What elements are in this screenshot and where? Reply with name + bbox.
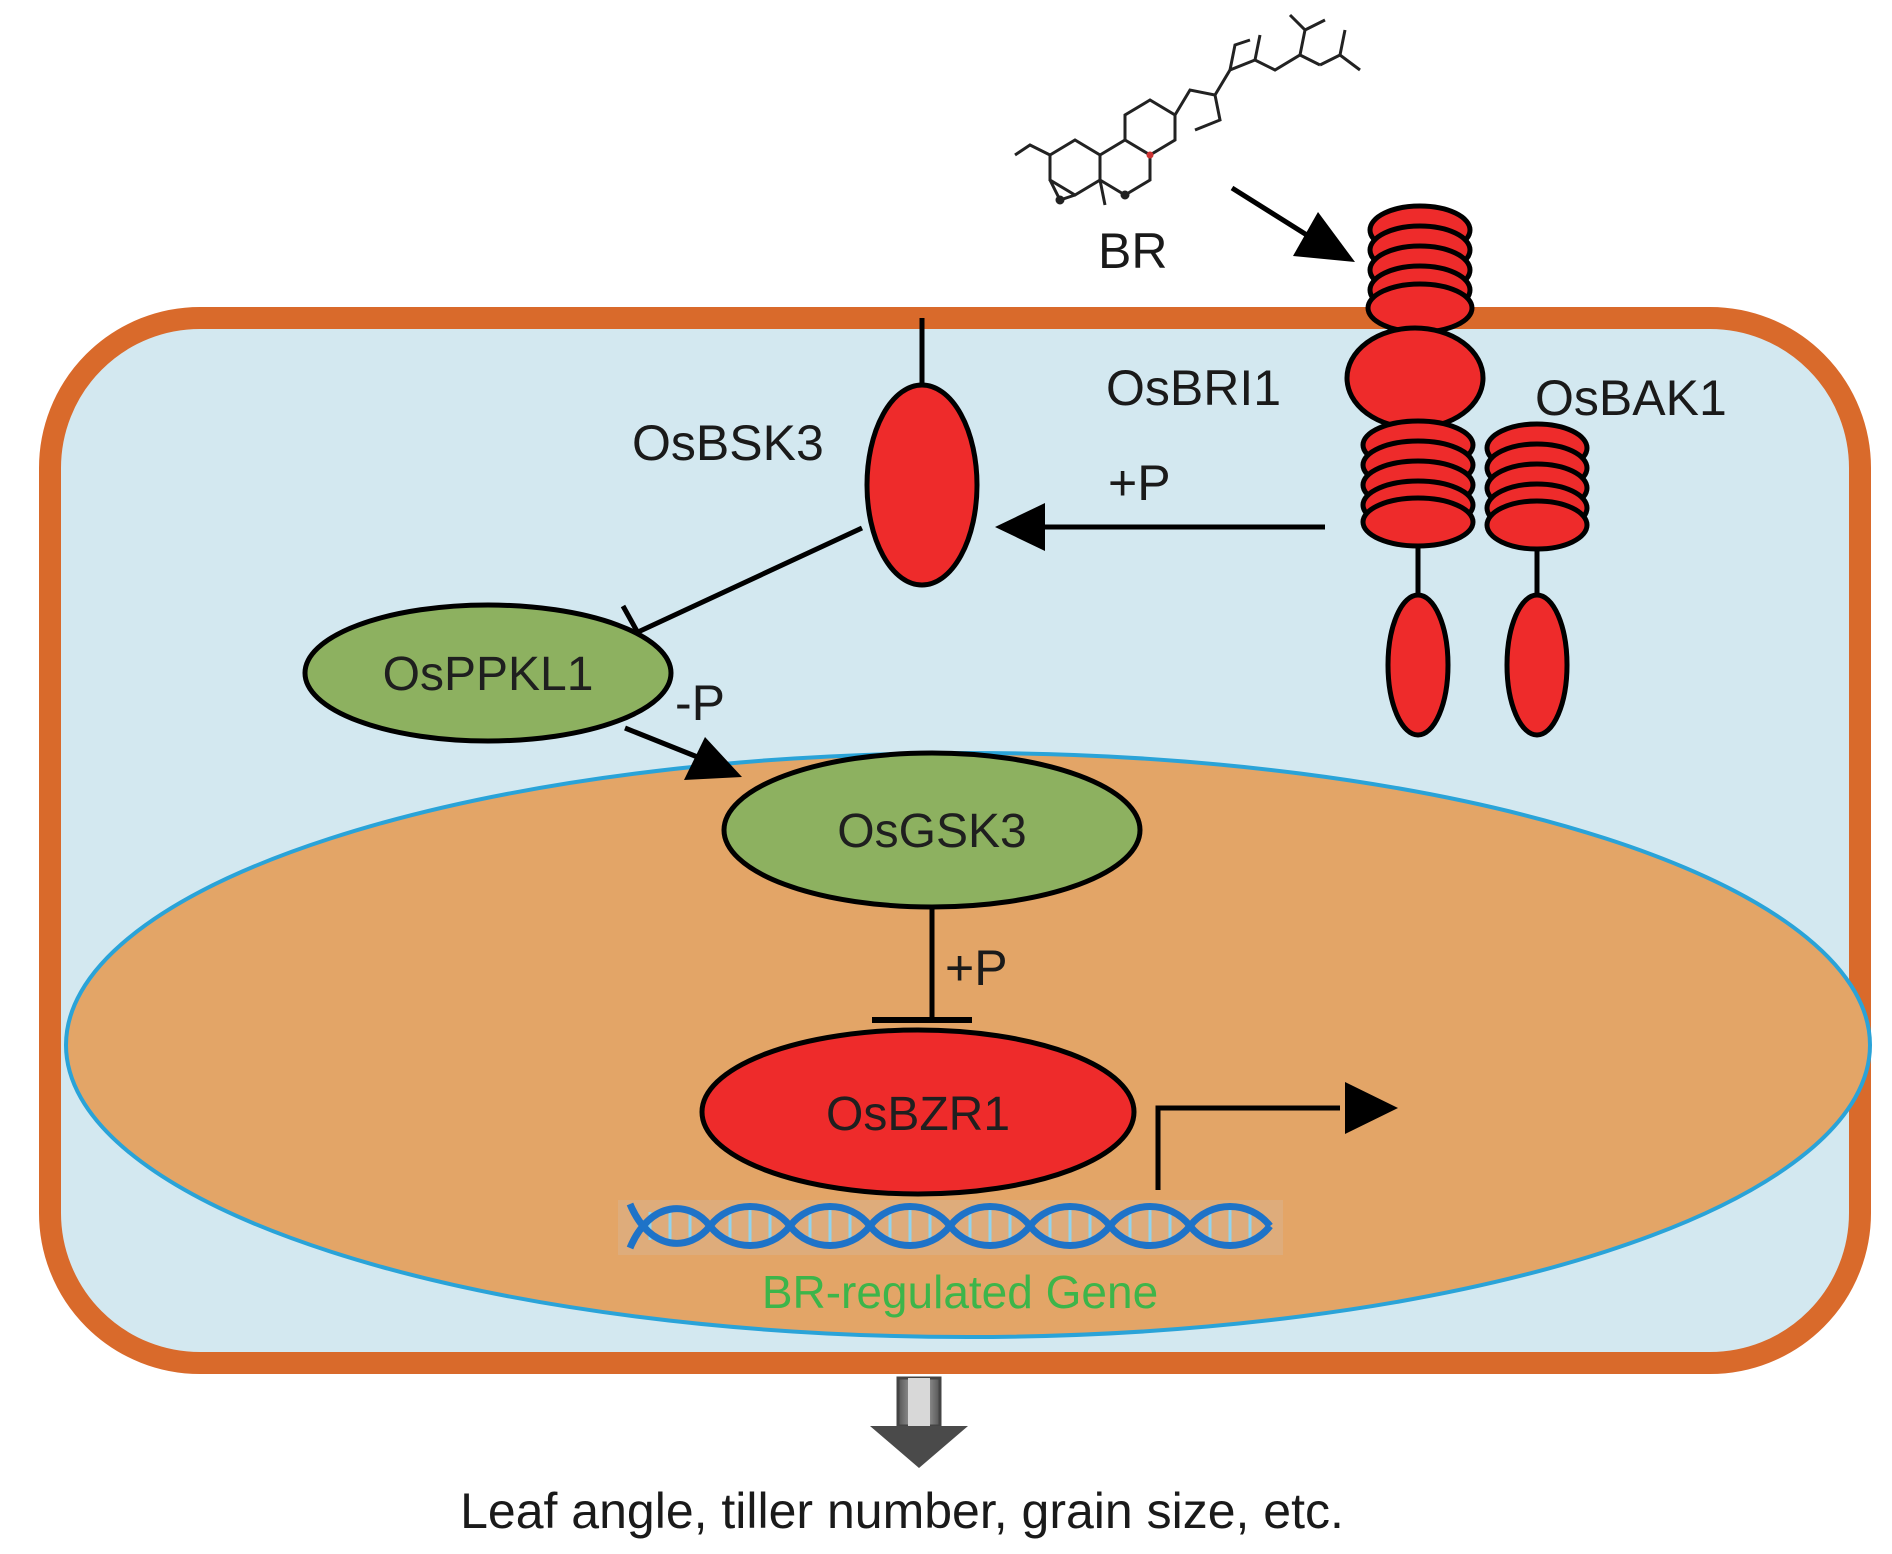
osbri1-label: OsBRI1 [1106,360,1281,416]
ppkl1-to-gsk3-arrow [624,725,701,761]
osbzr1-label: OsBZR1 [826,1088,1010,1141]
osbri1-receptor [1344,203,1486,549]
osbak1-coreceptor [1484,421,1590,552]
transcription-arrowhead [1345,1082,1398,1134]
output-block-arrow-icon [870,1376,968,1468]
osbri1-kinase-domain [1385,592,1451,738]
osbak1-label: OsBAK1 [1535,370,1727,426]
osbsk3-protein [864,382,980,588]
osgsk3-label: OsGSK3 [837,805,1026,858]
osbak1-kinase-domain [1504,592,1570,738]
osbsk3-label: OsBSK3 [632,415,824,471]
bsk3-inhibits-ppkl1 [636,525,864,635]
br-molecule-icon [1014,13,1361,206]
transcription-start-arrow [1155,1105,1340,1190]
br-to-receptor-arrow [1230,185,1317,242]
br-regulated-gene-label: BR-regulated Gene [762,1266,1158,1318]
bsk3-arrowhead [995,503,1045,551]
br-arrowhead [1293,212,1355,262]
br-label: BR [1098,223,1167,279]
phenotype-outcome-label: Leaf angle, tiller number, grain size, e… [460,1483,1344,1539]
gsk3-to-bzr1-phospho-label: +P [945,940,1008,996]
osppkl1-protein [302,602,674,744]
dna-helix-icon [618,1200,1283,1255]
osbzr1-protein [699,1027,1137,1197]
osppkl1-label: OsPPKL1 [383,648,594,701]
receptor-to-bsk3-phospho-label: +P [1108,455,1171,511]
ppkl1-to-gsk3-dephospho-label: -P [675,675,725,731]
gsk3-arrowhead [684,737,742,780]
